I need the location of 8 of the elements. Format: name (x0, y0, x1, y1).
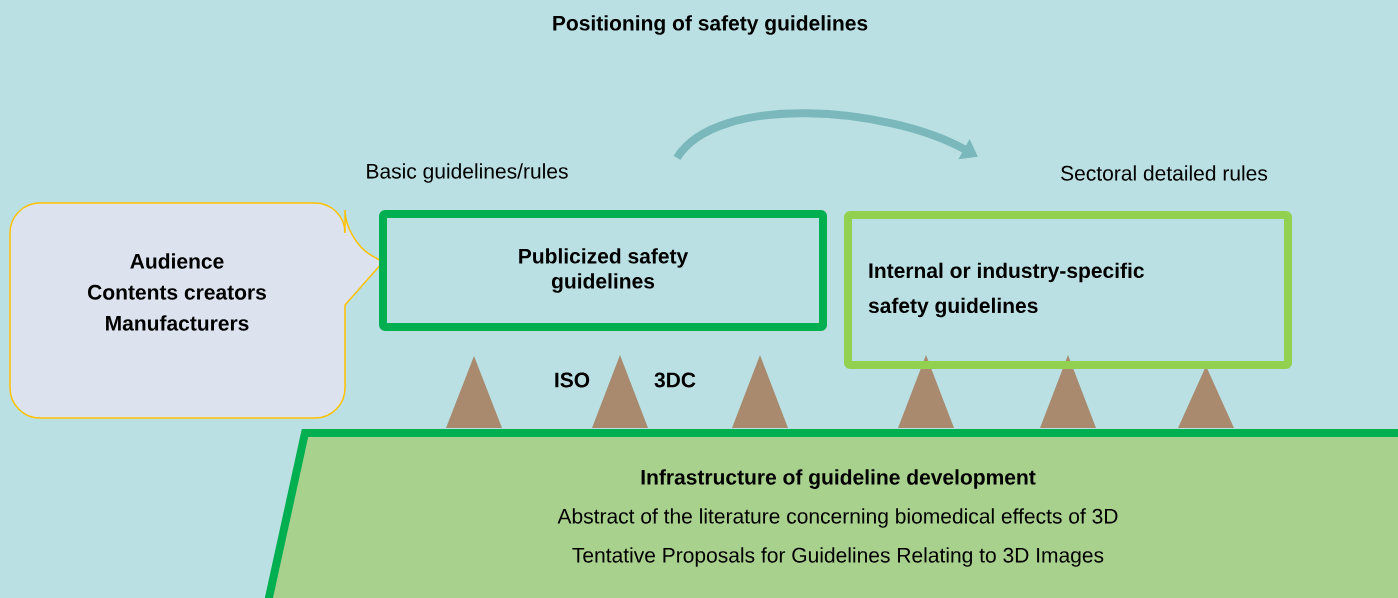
label: 3DC (654, 372, 696, 388)
speech-bubble: Audience Contents creators Manufacturers (9, 202, 384, 419)
guideline-box: Publicized safety guidelines (379, 210, 827, 331)
label: ISO (555, 372, 590, 388)
side-label: Basic guidelines/rules (367, 163, 568, 183)
side-label: Sectoral detailed rules (1061, 165, 1268, 181)
title: Positioning of safety guidelines (553, 15, 868, 35)
guideline-box: Internal or industry-specific safety guidelines (844, 211, 1292, 369)
